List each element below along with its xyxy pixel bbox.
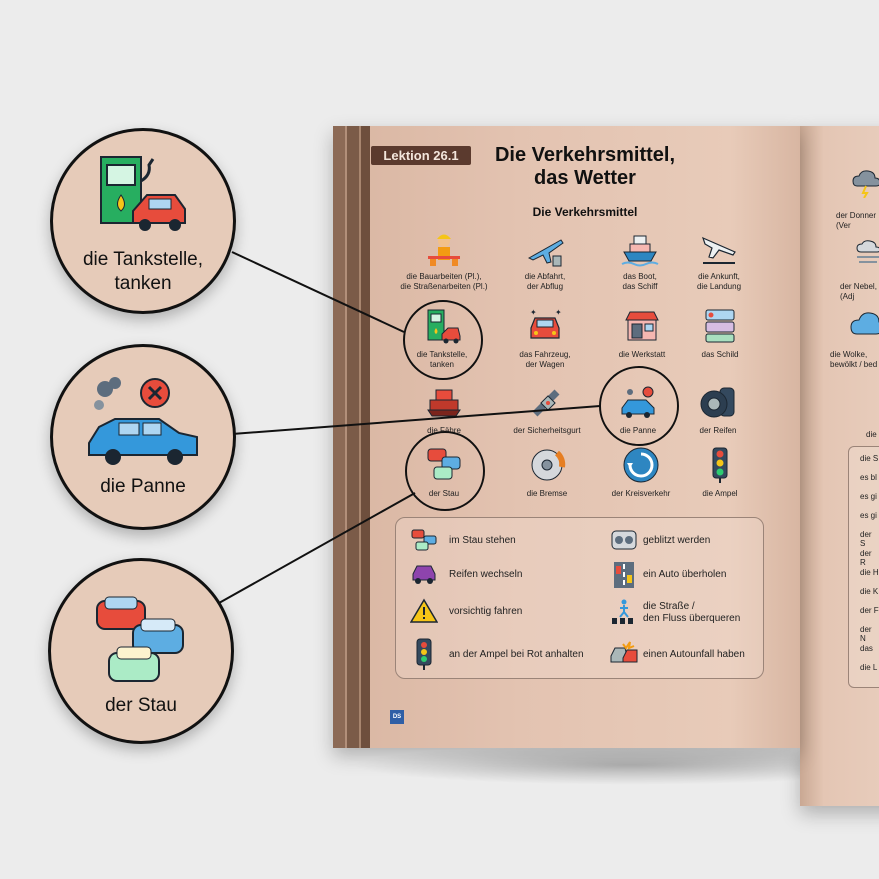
highlight-ring-gas-station	[403, 300, 483, 380]
vocab-item: das Boot, das Schiff	[585, 228, 695, 292]
vocab-label: die Werkstatt	[618, 350, 666, 359]
thunderstorm-icon	[852, 170, 879, 198]
tire-icon	[700, 387, 735, 418]
vocab-item: der Reifen	[663, 382, 773, 436]
phrase-label: einen Autounfall haben	[643, 649, 745, 660]
brake-icon	[531, 449, 566, 481]
airplane-landing-icon	[702, 236, 736, 264]
weather-label: der Donner (Ver	[836, 211, 877, 230]
right-vocab-table	[848, 446, 879, 688]
cloud-icon	[850, 312, 879, 335]
book-spine	[333, 126, 370, 748]
phrase-label: Reifen wechseln	[449, 569, 523, 580]
callout-caption: die Panne	[100, 476, 186, 497]
vocab-label: die Bremse	[526, 489, 568, 498]
vocab-item: der Kreisverkehr	[586, 445, 696, 499]
right-page	[800, 126, 879, 806]
breakdown-icon	[88, 377, 198, 465]
phrase-box	[395, 517, 764, 679]
phrase-label: im Stau stehen	[449, 535, 516, 546]
vocab-item: die Bremse	[492, 445, 602, 499]
publisher-logo: DS	[390, 710, 404, 724]
vocab-label: die Ampel	[702, 489, 738, 498]
book-shadow	[350, 745, 879, 785]
car-tire-change-icon	[412, 565, 436, 584]
callout-traffic-jam: der Stau	[48, 558, 234, 744]
vocab-label: die Bauarbeiten (Pl.), die Straßenarbeit…	[400, 272, 488, 291]
workshop-icon	[625, 311, 659, 341]
table-row: der N	[860, 625, 872, 643]
vocab-item: die Ampel	[665, 445, 775, 499]
vocab-item: die Bauarbeiten (Pl.), die Straßenarbeit…	[389, 228, 499, 292]
vocab-label: das Schild	[701, 350, 739, 359]
table-row: die L	[860, 663, 878, 672]
ship-icon	[621, 235, 659, 267]
car-accident-icon	[610, 641, 638, 663]
traffic-light-icon	[712, 447, 728, 483]
car-icon: ✦✦	[530, 308, 562, 339]
table-row: der F	[860, 606, 879, 615]
table-row: es gi	[860, 492, 877, 501]
vocab-item: die Werkstatt	[587, 306, 697, 360]
table-row: es bl	[860, 473, 877, 482]
table-row: es gi	[860, 511, 877, 520]
lesson-tag: Lektion 26.1	[371, 146, 471, 165]
vocab-label: die Fähre	[427, 426, 461, 435]
vocab-label: der Sicherheitsgurt	[513, 426, 581, 435]
vocab-item: die Abfahrt, der Abflug	[490, 228, 600, 292]
fog-icon	[856, 240, 879, 263]
callout-caption: die Tankstelle, tanken	[82, 249, 204, 294]
vocab-label: das Fahrzeug, der Wagen	[519, 350, 571, 369]
table-row: der R	[860, 549, 872, 567]
section-title: Die Verkehrsmittel	[532, 205, 638, 219]
overtaking-icon	[614, 562, 634, 588]
table-row: die S	[860, 454, 879, 463]
connector-line-breakdown	[231, 405, 601, 435]
airplane-departure-icon	[527, 239, 564, 267]
speed-camera-icon	[611, 530, 637, 550]
traffic-jam-icon	[411, 529, 437, 551]
vocab-label: das Boot, das Schiff	[622, 272, 658, 291]
table-row: die H	[860, 568, 879, 577]
traffic-jam-icon	[96, 596, 184, 682]
callout-caption: der Stau	[105, 695, 177, 716]
crossing-icon	[612, 599, 633, 624]
connector-line-traffic-jam	[218, 492, 416, 604]
traffic-light-icon	[416, 638, 432, 670]
vocab-item: die Ankunft, die Landung	[664, 228, 774, 292]
phrase-label: geblitzt werden	[643, 535, 711, 546]
weather-label: der Nebel, (Adj	[840, 282, 877, 301]
table-row: der S	[860, 530, 872, 548]
vocab-label: die Abfahrt, der Abflug	[524, 272, 566, 291]
warning-icon	[410, 598, 438, 623]
roundabout-icon	[623, 447, 659, 483]
highlight-ring-traffic-jam	[405, 431, 485, 511]
left-page	[333, 126, 800, 748]
right-heading-fragment: die	[866, 430, 877, 439]
svg-text:✦: ✦	[530, 308, 537, 317]
connector-line-gas-station	[231, 251, 405, 333]
vocab-item: ✦✦ das Fahrzeug, der Wagen	[490, 306, 600, 370]
phrase-label: ein Auto überholen	[643, 569, 727, 580]
phrase-label: an der Ampel bei Rot anhalten	[449, 649, 584, 660]
vocab-item: das Schild	[665, 306, 775, 360]
vocab-label: der Reifen	[699, 426, 737, 435]
callout-gas-station: die Tankstelle, tanken	[50, 128, 236, 314]
table-row: das	[860, 644, 873, 653]
sign-icon	[705, 309, 735, 343]
gas-station-icon	[100, 156, 186, 231]
table-row: die K	[860, 587, 879, 596]
construction-worker-icon	[428, 234, 460, 266]
vocab-label: der Kreisverkehr	[611, 489, 671, 498]
vocab-label: die Ankunft, die Landung	[696, 272, 742, 291]
page-title: Die Verkehrsmittel, das Wetter	[494, 144, 676, 189]
callout-breakdown: die Panne	[50, 344, 236, 530]
phrase-label: die Straße / den Fluss überqueren	[643, 601, 741, 624]
phrase-label: vorsichtig fahren	[449, 606, 523, 617]
weather-label: die Wolke, bewölkt / bed	[830, 350, 878, 369]
svg-text:✦: ✦	[555, 308, 562, 317]
